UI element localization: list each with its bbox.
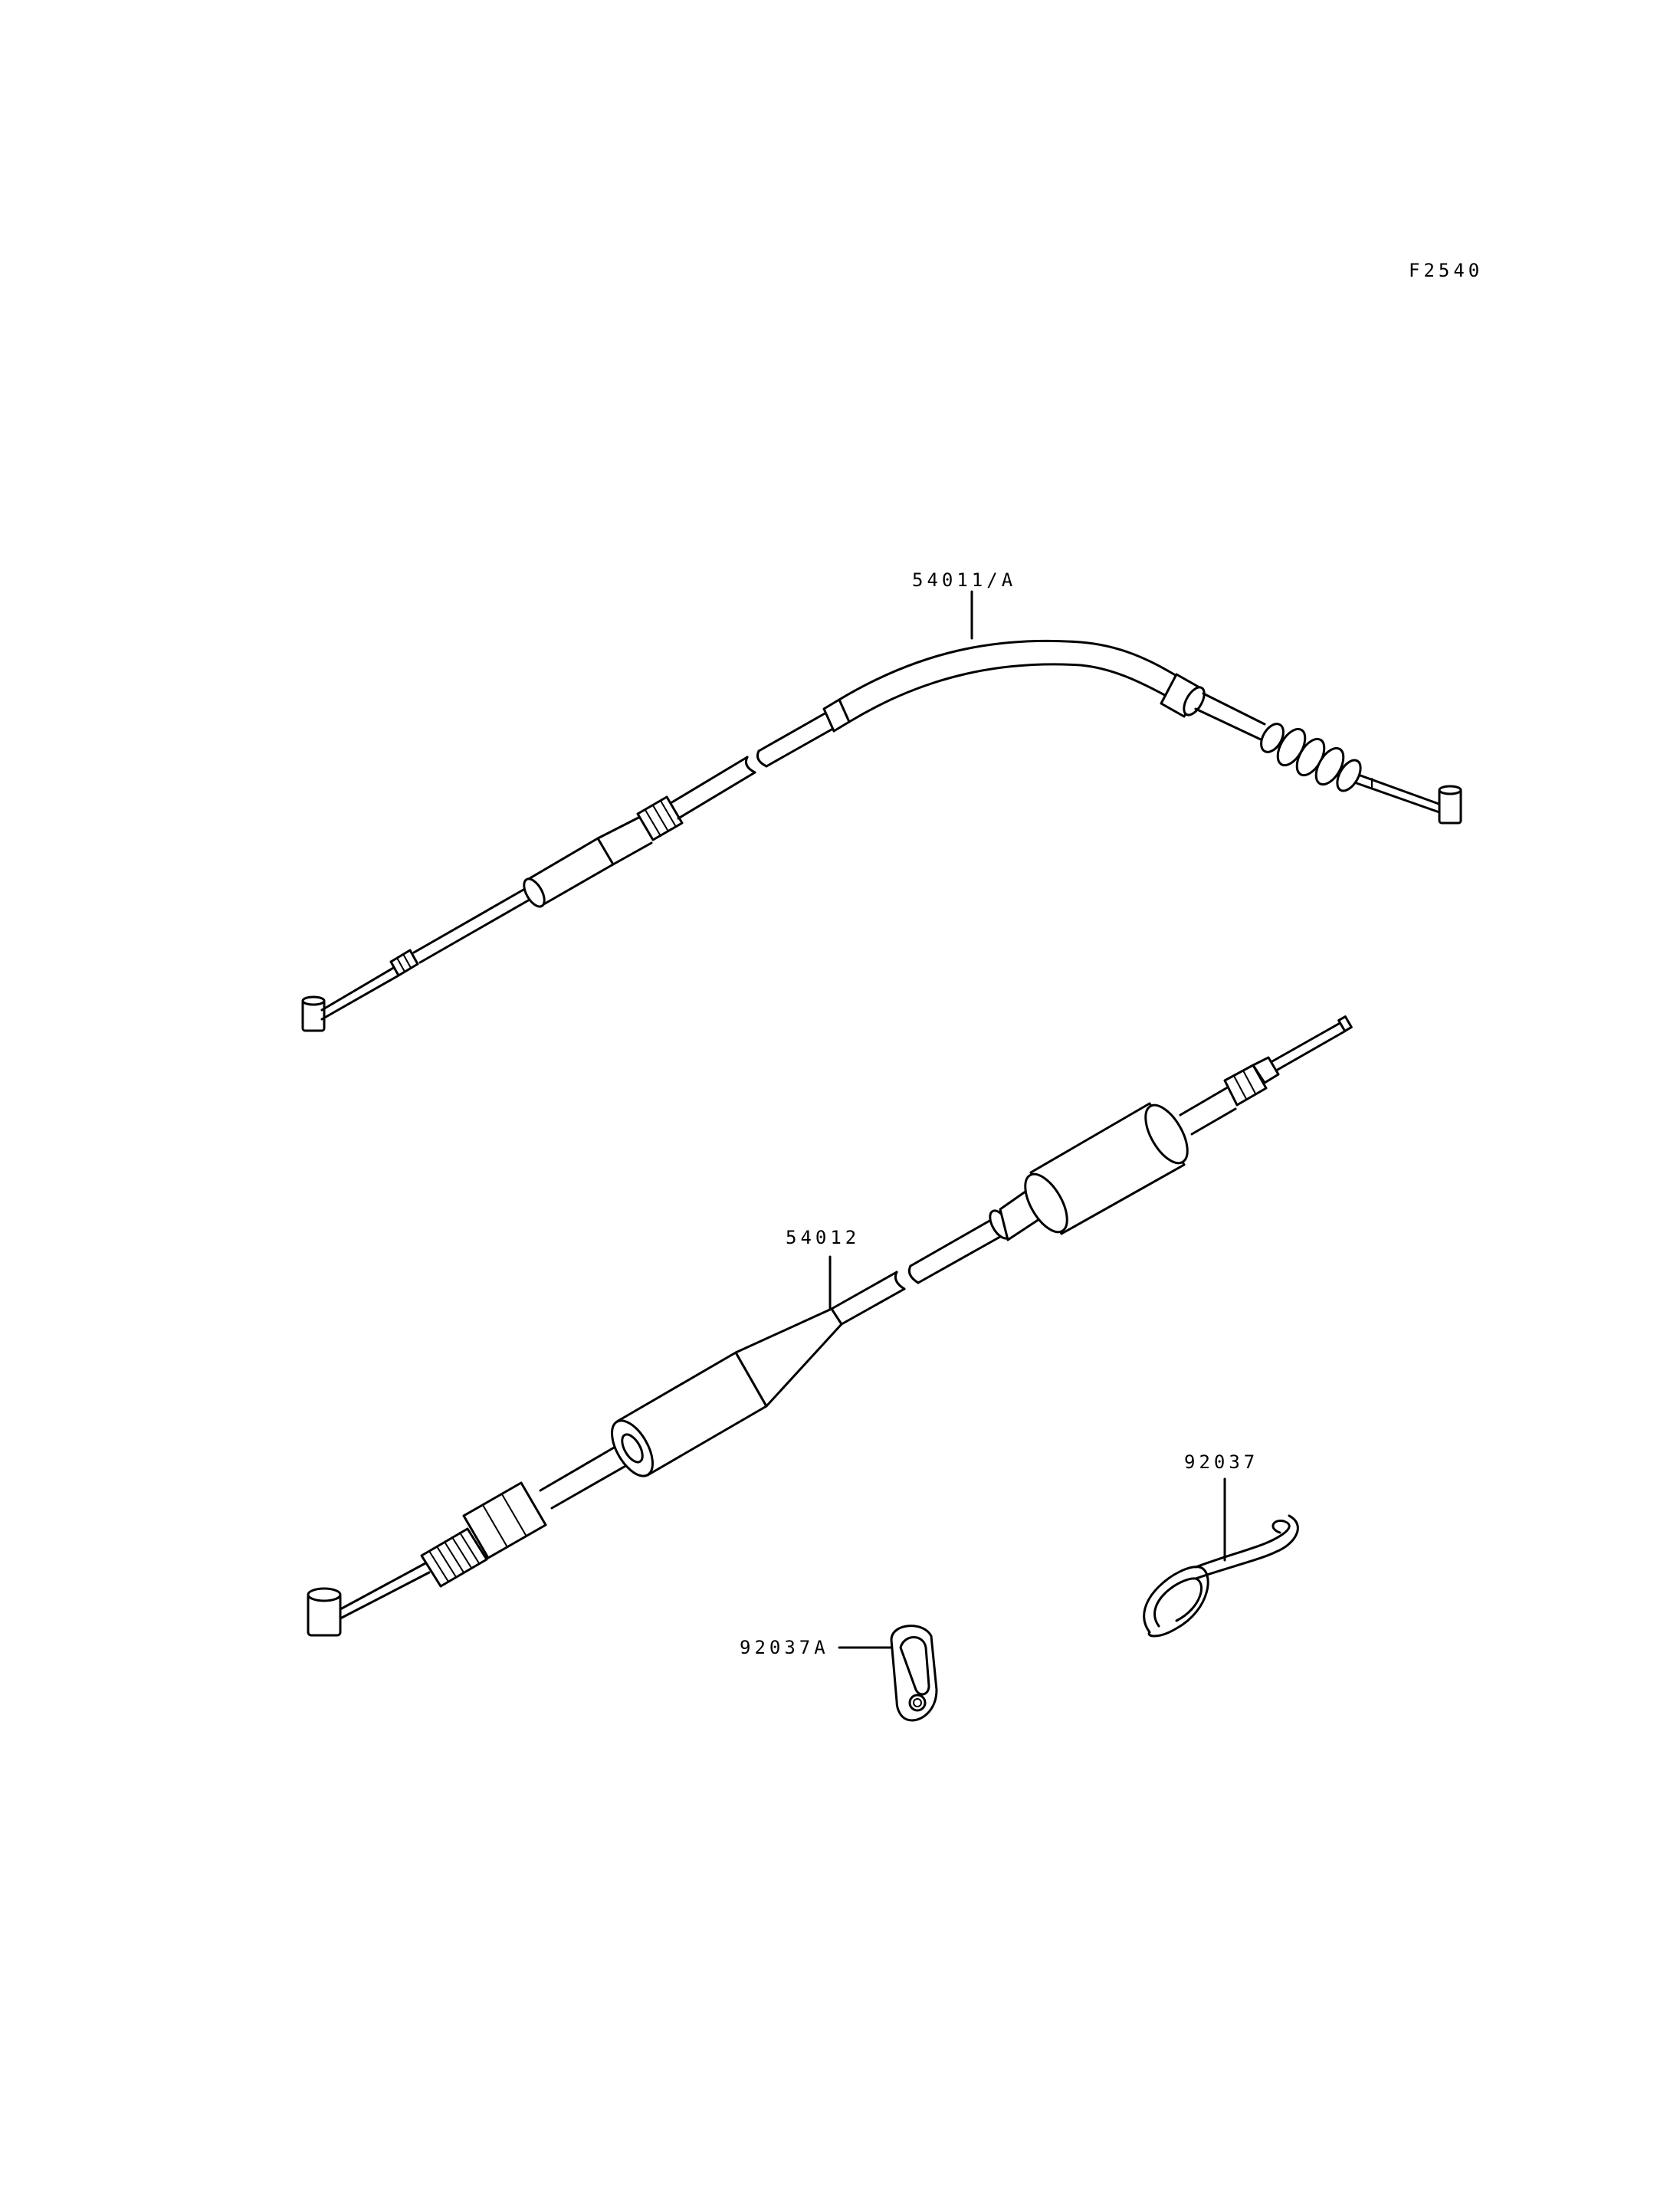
upper-cable: 54011/A xyxy=(301,569,1462,1032)
label-92037: 92037 xyxy=(1184,1451,1258,1473)
wire-clip: 92037 xyxy=(1143,1451,1299,1638)
label-54011-a: 54011/A xyxy=(912,569,1016,591)
label-54012: 54012 xyxy=(786,1227,860,1248)
figure-code: F2540 xyxy=(1409,260,1483,281)
upper-cable-dust-boot xyxy=(1260,723,1362,792)
lower-cable: 54012 xyxy=(307,1015,1353,1637)
label-92037a: 92037A xyxy=(740,1637,829,1658)
cable-clamp: 92037A xyxy=(740,1625,938,1722)
lower-cable-threaded-adjuster xyxy=(420,1481,547,1588)
